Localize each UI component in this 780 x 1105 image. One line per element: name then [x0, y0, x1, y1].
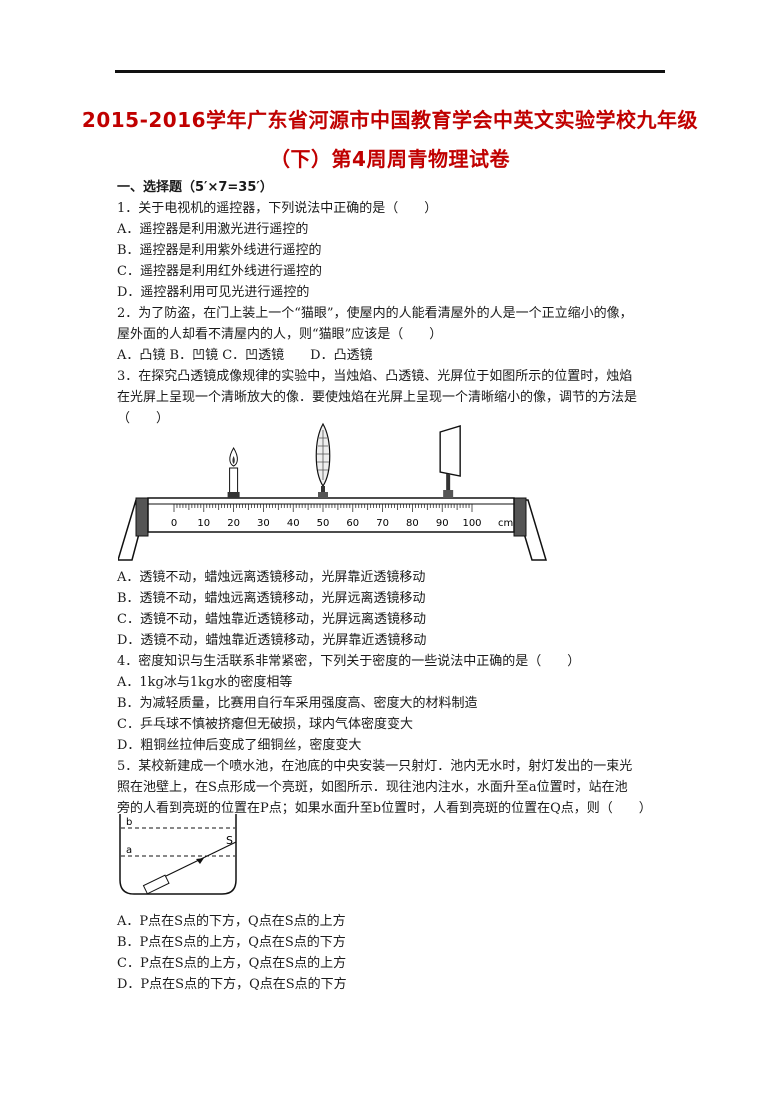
label-b: b [126, 817, 132, 828]
q5-option-c: C．P点在S点的上方，Q点在S点的上方 [117, 956, 347, 971]
q4-stem: 4．密度知识与生活联系非常紧密，下列关于密度的一些说法中正确的是（ ） [117, 654, 581, 669]
ruler-ticks [173, 504, 473, 512]
q5-option-b: B．P点在S点的上方，Q点在S点的下方 [117, 935, 346, 950]
label-s: S [226, 834, 233, 847]
ruler-tick-label: 90 [436, 518, 449, 529]
ruler-tick-label: 80 [406, 518, 419, 529]
q1-option-b: B．遥控器是利用紫外线进行遥控的 [117, 243, 322, 258]
q1-option-c: C．遥控器是利用红外线进行遥控的 [117, 264, 322, 279]
q4-option-a: A．1kg冰与1kg水的密度相等 [117, 675, 293, 690]
ruler-tick-label: 60 [346, 518, 359, 529]
header-rule [115, 70, 665, 73]
q3-option-b: B．透镜不动，蜡烛远离透镜移动，光屏远离透镜移动 [117, 591, 426, 606]
ruler-labels: 0 10 20 30 40 50 60 70 80 90 100 [171, 518, 482, 529]
section-heading: 一、选择题（5′×7=35′） [117, 180, 273, 195]
ray-arrow [196, 858, 204, 864]
ruler-tick-label: 50 [317, 518, 330, 529]
ruler-tick-label: 100 [462, 518, 481, 529]
ruler-tick-label: 0 [171, 518, 177, 529]
q1-option-a: A．遥控器是利用激光进行遥控的 [117, 222, 309, 237]
q5-option-a: A．P点在S点的下方，Q点在S点的上方 [117, 914, 346, 929]
light-screen [439, 425, 461, 498]
bench-left-post [135, 497, 149, 537]
q3-option-d: D．透镜不动，蜡烛靠近透镜移动，光屏靠近透镜移动 [117, 633, 427, 648]
ruler-tick-label: 30 [257, 518, 270, 529]
q1-option-d: D．遥控器利用可见光进行遥控的 [117, 285, 310, 300]
q5-option-d: D．P点在S点的下方，Q点在S点的下方 [117, 977, 347, 992]
paper-title-line2: （下）第4周周青物理试卷 [270, 147, 510, 171]
ruler-tick-label: 70 [376, 518, 389, 529]
q3-option-a: A．透镜不动，蜡烛远离透镜移动，光屏靠近透镜移动 [117, 570, 426, 585]
optical-bench-figure: 0 10 20 30 40 50 60 70 80 90 100 cm [118, 422, 548, 561]
pool-figure: b a S [119, 814, 237, 895]
q2-stem-line1: 2．为了防盗，在门上装上一个“猫眼”，使屋内的人能看清屋外的人是一个正立缩小的像… [117, 306, 633, 321]
q5-stem-line1: 5．某校新建成一个喷水池，在池底的中央安装一只射灯．池内无水时，射灯发出的一束光 [117, 759, 633, 774]
candle [227, 447, 240, 498]
q1-stem: 1．关于电视机的遥控器，下列说法中正确的是（ ） [117, 201, 438, 216]
q4-option-c: C．乒乓球不慎被挤瘪但无破损，球内气体密度变大 [117, 717, 413, 732]
paper-title-line1: 2015-2016学年广东省河源市中国教育学会中英文实验学校九年级 [81, 108, 699, 132]
ruler-tick-label: 40 [287, 518, 300, 529]
spotlight [142, 874, 170, 895]
q2-options: A．凸镜 B．凹镜 C．凹透镜 D．凸透镜 [117, 348, 373, 363]
bench-right-post [513, 497, 527, 537]
q5-stem-line2: 照在池壁上，在S点形成一个亮斑，如图所示．现往池内注水，水面升至a位置时，站在池 [117, 780, 628, 795]
q3-stem-line2: 在光屏上呈现一个清晰放大的像．要使烛焰在光屏上呈现一个清晰缩小的像，调节的方法是 [117, 390, 638, 405]
convex-lens [315, 422, 331, 498]
ruler-tick-label: 20 [227, 518, 240, 529]
ruler-unit: cm [498, 518, 513, 529]
q4-option-d: D．粗铜丝拉伸后变成了细铜丝，密度变大 [117, 738, 362, 753]
q3-option-c: C．透镜不动，蜡烛靠近透镜移动，光屏远离透镜移动 [117, 612, 426, 627]
q4-option-b: B．为减轻质量，比赛用自行车采用强度高、密度大的材料制造 [117, 696, 478, 711]
label-a: a [126, 845, 132, 856]
q3-stem-line3: （ ） [117, 411, 170, 426]
ruler-tick-label: 10 [197, 518, 210, 529]
q3-stem-line1: 3．在探究凸透镜成像规律的实验中，当烛焰、凸透镜、光屏位于如图所示的位置时，烛焰 [117, 369, 633, 384]
q2-stem-line2: 屋外面的人却看不清屋内的人，则“猫眼”应该是（ ） [117, 327, 443, 342]
pool-outline [119, 814, 237, 895]
q5-stem-line3: 旁的人看到亮斑的位置在P点；如果水面升至b位置时，人看到亮斑的位置在Q点，则（ … [117, 801, 652, 816]
